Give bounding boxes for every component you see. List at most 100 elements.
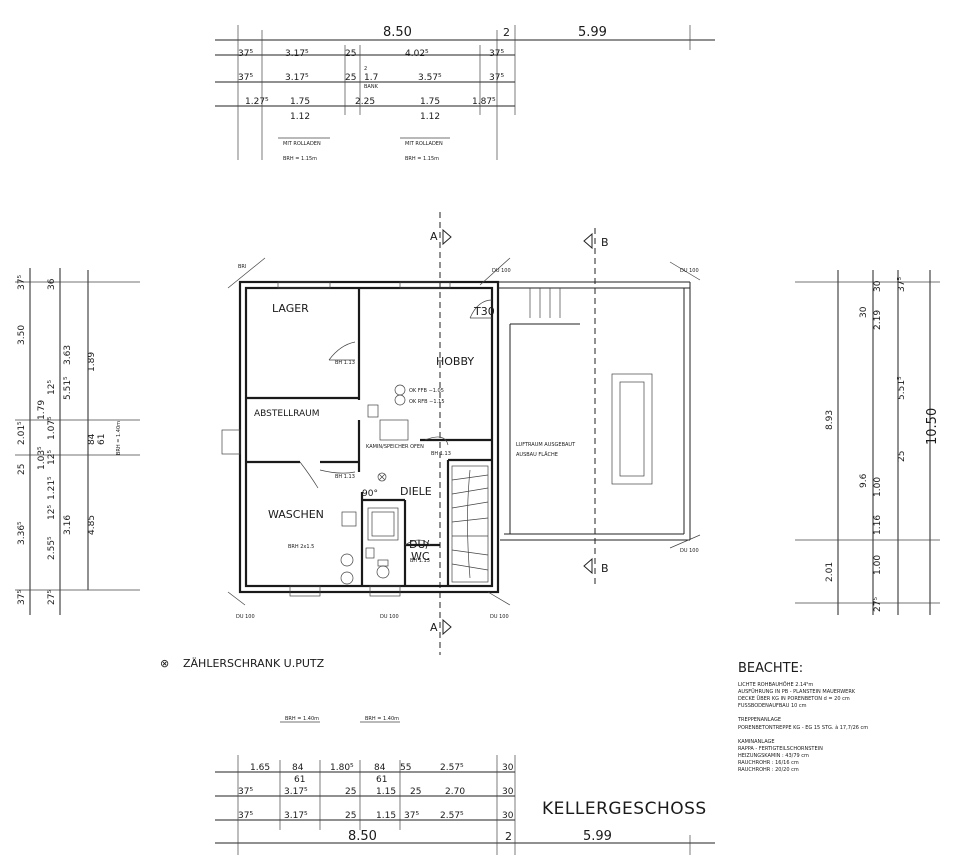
top-dim-label: 3.17⁵ (285, 73, 309, 83)
terrace-area (498, 261, 701, 549)
right-dim-label: 9.6 (859, 473, 869, 488)
bottom-dim-label: 37⁵ (238, 811, 253, 821)
kamin-line: RAPPA - FERTIGTEILSCHORNSTEIN (738, 746, 823, 752)
angle-label: 90° (362, 489, 378, 499)
top-dim-label: 37⁵ (238, 73, 253, 83)
left-dim-label: 2.01⁵ (17, 421, 27, 445)
level-ok-rfb: OK RFB −1.15 (409, 399, 445, 405)
bottom-dim-label: 1.80⁵ (330, 763, 354, 773)
du-label: DU 100 (680, 268, 699, 274)
left-dim-label: 3.63 (63, 345, 73, 365)
left-dim-label: 2.55⁵ (47, 536, 57, 560)
kamin-heading: KAMINANLAGE (738, 739, 775, 745)
bottom-dim-label: 25 (345, 787, 356, 797)
bottom-dim-label: 2.57⁵ (440, 763, 464, 773)
bottom-dim-label: 30 (502, 787, 514, 797)
bottom-dim-label: 3.17⁵ (284, 787, 308, 797)
beachte-line: LICHTE ROHBAUHÖHE 2.14⁵m (738, 681, 813, 688)
bottom-dim-label: 30 (502, 811, 514, 821)
bottom-dim-label: 1.15 (376, 811, 396, 821)
left-dim-label: 27⁵ (47, 590, 57, 605)
bottom-dim-label: 84 (292, 763, 304, 773)
rolladen-label: MIT ROLLADEN (283, 141, 321, 147)
kamin-line: RAUCHROHR : 20/20 cm (738, 767, 799, 773)
brh-label: BRH = 1.40m (365, 716, 399, 722)
rolladen-label: BRH = 1.15m (283, 156, 317, 162)
beachte-line: FUSSBODENAUFBAU 10 cm (738, 703, 807, 709)
bottom-dim-label: 37⁵ (238, 787, 253, 797)
bottom-dim-total-left: 8.50 (348, 829, 377, 844)
bottom-dim-label: 25 (410, 787, 421, 797)
left-dim-label: 1.79 (37, 400, 47, 420)
right-dim-label: 1.00 (873, 555, 883, 575)
fire-door-t30: T30 (473, 305, 495, 318)
bottom-dim-label: 2.57⁵ (440, 811, 464, 821)
room-hobby: HOBBY (436, 355, 474, 368)
top-dim-label: 2.25 (355, 97, 375, 107)
bottom-dimension-chains: BRH = 1.40m BRH = 1.40m 1.65 84 1.80⁵ 84… (215, 716, 715, 855)
room-labels: LAGER HOBBY ABSTELLRAUM WASCHEN DIELE DU… (236, 264, 699, 620)
treppe-heading: TREPPENANLAGE (737, 717, 781, 723)
section-b-bottom: B (601, 562, 609, 575)
top-dim-label: 37⁵ (489, 49, 504, 59)
room-abstellraum: ABSTELLRAUM (254, 409, 320, 419)
top-dim-label: 25 (345, 49, 356, 59)
top-dim-label: 2 (364, 66, 367, 72)
door-label: BH 1.13 (335, 474, 355, 480)
luftraum-label: LUFTRAUM AUSGEBAUT (516, 442, 576, 448)
door-label: BH 1.13 (335, 360, 355, 366)
left-dim-label: 1.03⁵ (37, 446, 47, 470)
right-dim-label: 2.01 (825, 562, 835, 582)
section-marks: A A B B (430, 212, 609, 655)
right-dim-label: 10.50 (925, 408, 940, 445)
section-a-bottom: A (430, 621, 438, 634)
beachte-heading: BEACHTE: (738, 661, 803, 676)
left-dim-label: 84 (87, 433, 97, 445)
door-label: BH 1.13 (410, 558, 430, 564)
bri-label: BRI (238, 264, 246, 270)
left-dim-label: 36 (47, 278, 57, 290)
room-diele: DIELE (400, 485, 432, 498)
top-dim-label: 3.57⁵ (418, 73, 442, 83)
right-dim-label: 27⁵ (873, 597, 883, 612)
room-lager: LAGER (272, 302, 309, 315)
right-dim-label: 8.93 (825, 410, 835, 430)
top-dim-total-left: 8.50 (383, 25, 412, 40)
note-text: ZÄHLERSCHRANK U.PUTZ (183, 657, 325, 670)
top-dim-label: 25 (345, 73, 356, 83)
meter-cabinet-note: ⊗ ZÄHLERSCHRANK U.PUTZ (160, 657, 325, 670)
building-walls (221, 257, 511, 606)
du-label: DU 100 (236, 614, 255, 620)
treppe-line: PORENBETONTREPPE KG - EG 15 STG. à 17,7/… (738, 724, 868, 731)
bottom-dim-label: 30 (502, 763, 514, 773)
left-dim-label: 37⁵ (17, 275, 27, 290)
left-dim-label: 12⁵ (47, 450, 57, 465)
bottom-dim-label: 3.17⁵ (284, 811, 308, 821)
bottom-dim-label: 1.65 (250, 763, 270, 773)
bottom-dim-label: 1.15 (376, 787, 396, 797)
left-dim-label: 25 (17, 464, 27, 475)
left-dim-label: 5.51⁵ (63, 376, 73, 400)
top-dim-label: BANK (364, 84, 379, 90)
right-dim-label: 37⁵ (897, 277, 907, 292)
right-dim-label: 1.00 (873, 477, 883, 497)
top-dim-middle: 2 (503, 26, 510, 39)
kamin-line: HEIZUNGSKAMIN : 43/79 cm (738, 753, 809, 759)
left-dim-label: 4.85 (87, 515, 97, 535)
right-dim-label: 30 (859, 306, 869, 318)
top-dim-label: 37⁵ (238, 49, 253, 59)
level-ok-ffb: OK FFB −1.05 (409, 388, 444, 394)
bottom-dim-total-right: 5.99 (583, 829, 612, 844)
left-dim-label: 37⁵ (17, 590, 27, 605)
section-a-top: A (430, 230, 438, 243)
room-du-wc-line1: DU/ (409, 538, 430, 551)
bottom-dim-label: 37⁵ (404, 811, 419, 821)
ausbau-label: AUSBAU FLÄCHE (516, 451, 558, 458)
kamin-label: KAMIN/SPEICHER OFEN (366, 444, 424, 450)
left-dim-label: 12⁵ (47, 380, 57, 395)
left-dimension-chains: 37⁵ 3.50 2.01⁵ 25 3.36⁵ 37⁵ 36 12⁵ 1.07⁵… (15, 268, 140, 615)
kamin-line: RAUCHROHR : 16/16 cm (738, 760, 799, 766)
bottom-dim-label: 25 (345, 811, 356, 821)
right-dim-label: 2.19 (873, 310, 883, 330)
